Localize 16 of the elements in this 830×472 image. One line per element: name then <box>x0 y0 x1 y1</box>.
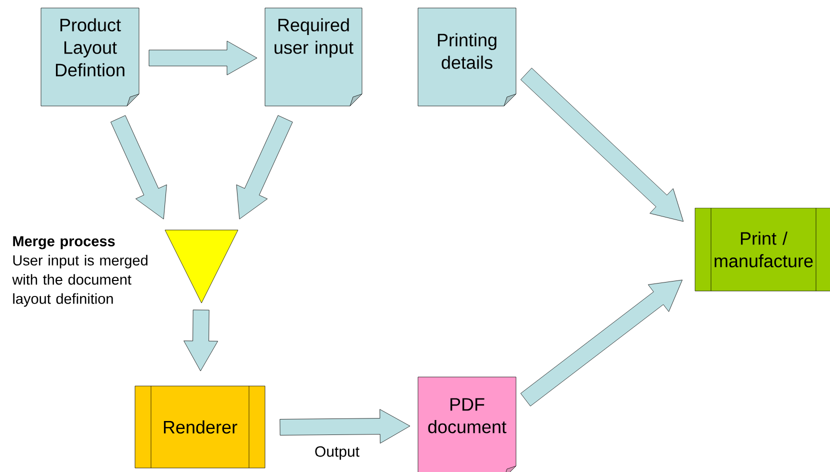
block-arrow <box>280 409 410 444</box>
block-arrow <box>110 115 167 220</box>
process-box: Print / manufacture <box>694 208 830 292</box>
note-text: Merge process User input is merged with the document layout definition <box>12 236 148 307</box>
process-box: Renderer <box>134 386 266 468</box>
block-arrow <box>148 40 258 76</box>
block-arrow <box>184 310 218 372</box>
block-arrow <box>520 280 682 406</box>
edge-label: Output <box>315 446 360 460</box>
document-box: Product Layout Defintion <box>40 8 140 106</box>
block-arrow <box>236 115 293 220</box>
document-box: PDF document <box>418 376 516 472</box>
document-box: Printing details <box>418 8 516 106</box>
merge-triangle <box>164 230 238 304</box>
document-box: Required user input <box>264 8 362 106</box>
block-arrow <box>520 68 684 222</box>
